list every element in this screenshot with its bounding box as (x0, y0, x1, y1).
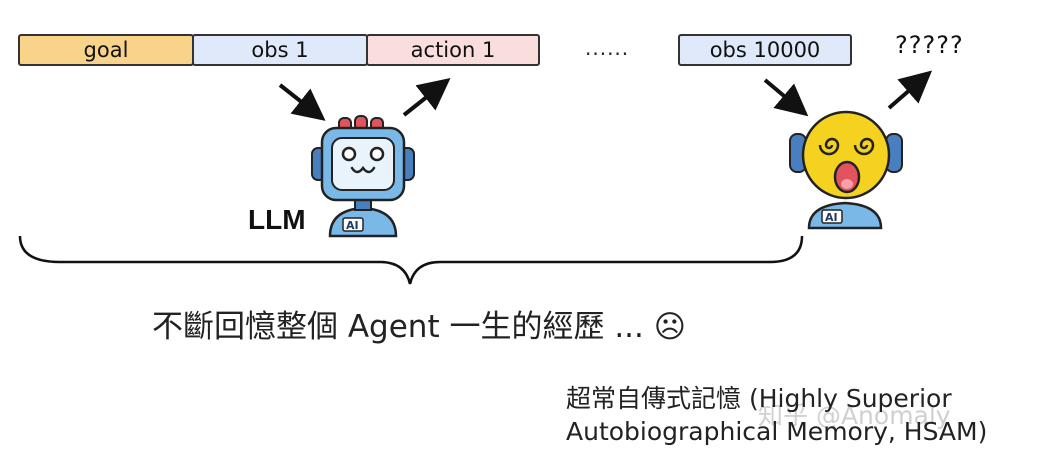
hsam-line-2: Autobiographical Memory, HSAM) (566, 417, 988, 446)
watermark: 知乎 @Anomaly (758, 401, 951, 430)
memory-span-brace (18, 235, 804, 285)
goal-box: goal (18, 34, 194, 66)
action1-box: action 1 (366, 34, 540, 66)
arrow-icon (887, 70, 933, 110)
arrow-icon (402, 78, 451, 117)
robot-chest-label: AI (825, 211, 838, 224)
unknown-output: ????? (895, 31, 964, 59)
ellipsis: ...... (585, 36, 630, 60)
robot-happy-icon: AI (311, 115, 415, 238)
robot-chest-label: AI (346, 219, 359, 232)
llm-label: LLM (248, 204, 306, 235)
dizzy-face-robot-icon: AI (789, 110, 903, 230)
obs1-box: obs 1 (192, 34, 368, 66)
hsam-note: 超常自傳式記憶 (Highly Superior Autobiographica… (566, 382, 987, 448)
caption: 不斷回憶整個 Agent 一生的經歷 ... ☹ (152, 309, 687, 345)
obs-last-label: obs 10000 (709, 38, 821, 62)
action1-label: action 1 (410, 38, 496, 62)
goal-label: goal (83, 38, 129, 62)
obs-last-box: obs 10000 (678, 34, 852, 66)
arrow-icon (278, 83, 326, 121)
hsam-line-1: 超常自傳式記憶 (Highly Superior (566, 384, 952, 413)
obs1-label: obs 1 (251, 38, 309, 62)
arrow-icon (763, 78, 809, 117)
